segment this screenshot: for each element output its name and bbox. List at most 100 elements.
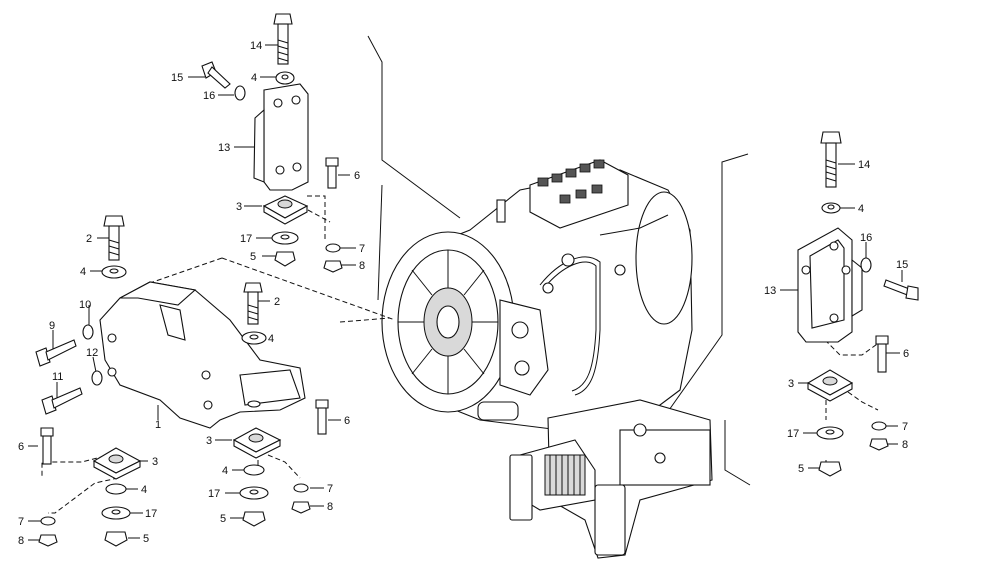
callout-label: 6 [903, 348, 909, 360]
callout-label: 17 [787, 428, 799, 440]
main-bracket-1 [99, 281, 306, 429]
callout-label: 17 [145, 508, 157, 520]
rubber-mount-3 [262, 195, 309, 225]
bolt-6 [875, 335, 889, 373]
oil-pipe [539, 256, 601, 396]
bolt-9 [35, 339, 77, 367]
pipe-fitting [561, 253, 575, 267]
callout-label: 3 [206, 435, 212, 447]
nut-8 [323, 260, 343, 273]
callout-label: 14 [250, 40, 262, 52]
callout-label: 13 [218, 142, 230, 154]
callout-label: 4 [268, 333, 274, 345]
callout-label: 8 [327, 501, 333, 513]
converter-ribs [398, 250, 498, 394]
mount-hole [633, 423, 647, 437]
callout-label: 16 [203, 90, 215, 102]
yoke-flange [509, 454, 533, 521]
bolt-2 [243, 282, 263, 325]
washer-7 [325, 243, 341, 253]
guide-line [367, 35, 461, 219]
bracket-13 [253, 83, 309, 191]
callout-label: 9 [49, 320, 55, 332]
callout-labels: 14 4 15 16 13 6 3 17 7 5 8 2 4 10 9 12 1… [18, 40, 909, 547]
bolt-11 [41, 387, 83, 415]
mount-hole [654, 452, 666, 464]
callout-label: 8 [902, 439, 908, 451]
bolt-6 [40, 427, 54, 465]
washer-7 [871, 421, 887, 431]
guide-line [661, 153, 749, 421]
callout-label: 7 [327, 483, 333, 495]
callout-label: 5 [250, 251, 256, 263]
callout-label: 7 [18, 516, 24, 528]
oil-pipe [599, 214, 669, 236]
callout-label: 6 [344, 415, 350, 427]
callout-label: 17 [208, 488, 220, 500]
callout-label: 5 [143, 533, 149, 545]
lower-pipe [477, 401, 519, 421]
washer-10 [82, 324, 94, 340]
callout-label: 4 [141, 484, 147, 496]
washer-7 [40, 516, 56, 526]
transmission-assembly [367, 35, 751, 559]
drain-plug [614, 264, 626, 276]
callout-label: 4 [251, 72, 257, 84]
hydraulic-pump [499, 299, 549, 396]
callout-label: 3 [152, 456, 158, 468]
washer-4 [243, 464, 265, 476]
converter-shaft [436, 305, 460, 339]
nut-8 [291, 501, 311, 514]
rubber-mount-3 [232, 427, 282, 459]
bolt-15 [883, 279, 919, 301]
callout-label: 8 [18, 535, 24, 547]
callout-label: 1 [155, 419, 161, 431]
washer-16 [860, 257, 872, 273]
callout-label: 14 [858, 159, 870, 171]
oil-pipe [543, 261, 597, 392]
callout-label: 13 [764, 285, 776, 297]
washer-16 [234, 85, 246, 101]
bolt-2 [103, 215, 125, 261]
rubber-mount-3 [92, 447, 142, 480]
bolt-14 [820, 131, 842, 188]
bolt-6 [315, 399, 329, 435]
callout-label: 16 [860, 232, 872, 244]
callout-label: 6 [354, 170, 360, 182]
washer-12 [91, 370, 103, 386]
callout-label: 2 [274, 296, 280, 308]
callout-label: 15 [896, 259, 908, 271]
callout-label: 7 [359, 243, 365, 255]
pump-port [514, 360, 530, 376]
nut-5 [104, 531, 128, 547]
gearbox-end-cover [635, 191, 693, 325]
mount-cluster-left [35, 215, 329, 547]
nut-8 [38, 534, 58, 547]
nut-5 [274, 251, 296, 267]
breather-pipe [496, 199, 506, 223]
mount-cluster-right [797, 131, 919, 477]
bracket-13 [797, 227, 863, 343]
callout-label: 2 [86, 233, 92, 245]
pump-port [511, 321, 529, 339]
callout-label: 3 [788, 378, 794, 390]
callout-label: 3 [236, 201, 242, 213]
nut-5 [818, 461, 842, 477]
washer-4 [105, 483, 127, 495]
bolt-15 [201, 61, 231, 89]
bolt-14 [273, 13, 293, 65]
callout-label: 5 [220, 513, 226, 525]
nut-5 [242, 511, 266, 527]
guide-line [377, 184, 383, 301]
callout-label: 4 [858, 203, 864, 215]
callout-label: 6 [18, 441, 24, 453]
valve-solenoids [537, 159, 605, 204]
callout-label: 17 [240, 233, 252, 245]
callout-label: 7 [902, 421, 908, 433]
callout-label: 5 [798, 463, 804, 475]
callout-label: 8 [359, 260, 365, 272]
callout-label: 15 [171, 72, 183, 84]
callout-label: 11 [52, 371, 63, 383]
